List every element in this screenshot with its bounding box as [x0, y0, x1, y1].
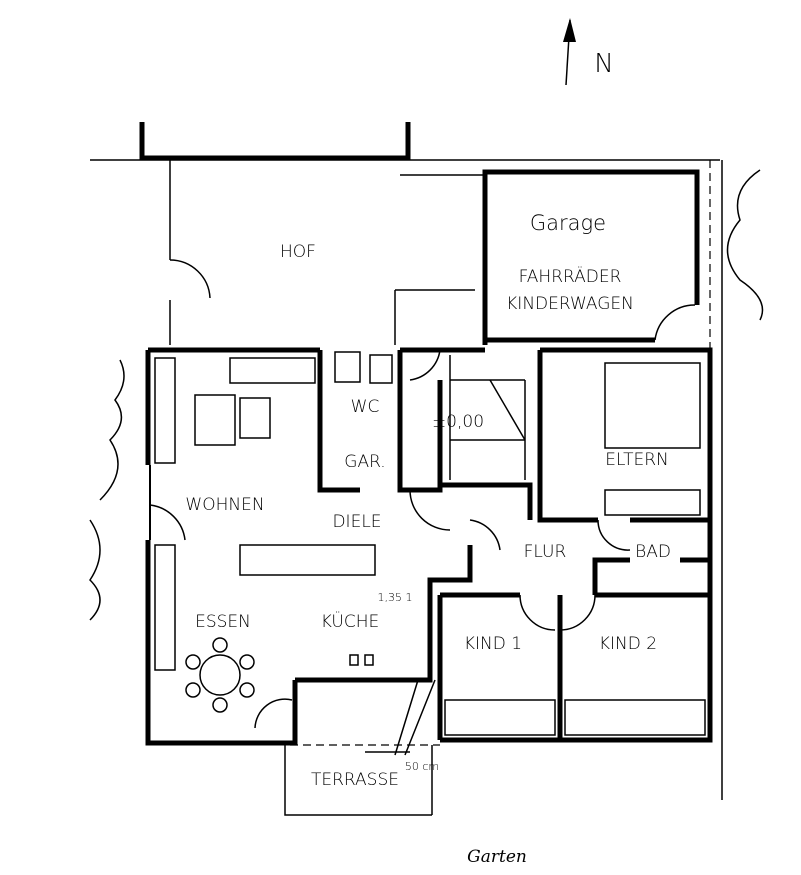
caption-garten: Garten — [467, 847, 527, 867]
vegetation — [89, 359, 125, 621]
north-arrow-icon — [563, 18, 576, 86]
room-label-diele: DIELE — [332, 512, 381, 532]
height-annotation: 1,35 1 — [378, 591, 413, 604]
room-label-essen: ESSEN — [195, 612, 251, 632]
room-label-hof: HOF — [280, 242, 316, 262]
garage-wall — [482, 169, 700, 345]
room-label-gar: GAR. — [344, 452, 385, 472]
room-label-fahrraeder: FAHRRÄDER — [519, 266, 622, 287]
level-label: ±0,00 — [432, 412, 484, 432]
stairs — [449, 355, 526, 480]
outer-wall-west — [145, 350, 298, 746]
room-label-bad: BAD — [635, 542, 671, 562]
room-label-flur: FLUR — [524, 542, 567, 562]
room-label-eltern: ELTERN — [605, 450, 669, 470]
distance-annotation: 50 cm — [405, 760, 439, 773]
north-label: N — [594, 49, 613, 79]
room-label-kinderwagen: KINDERWAGEN — [506, 294, 634, 314]
room-label-terrasse: TERRASSE — [311, 770, 399, 790]
room-label-kind1: KIND 1 — [464, 634, 522, 654]
room-label-wc: WC — [351, 397, 380, 417]
furniture — [154, 351, 706, 736]
courtyard-wall — [139, 122, 411, 161]
room-label-wohnen: WOHNEN — [185, 495, 264, 515]
outer-wall — [148, 347, 713, 743]
room-label-kind2: KIND 2 — [599, 634, 657, 654]
room-label-kueche: KÜCHE — [321, 610, 380, 632]
room-label-garage: Garage — [530, 211, 606, 235]
